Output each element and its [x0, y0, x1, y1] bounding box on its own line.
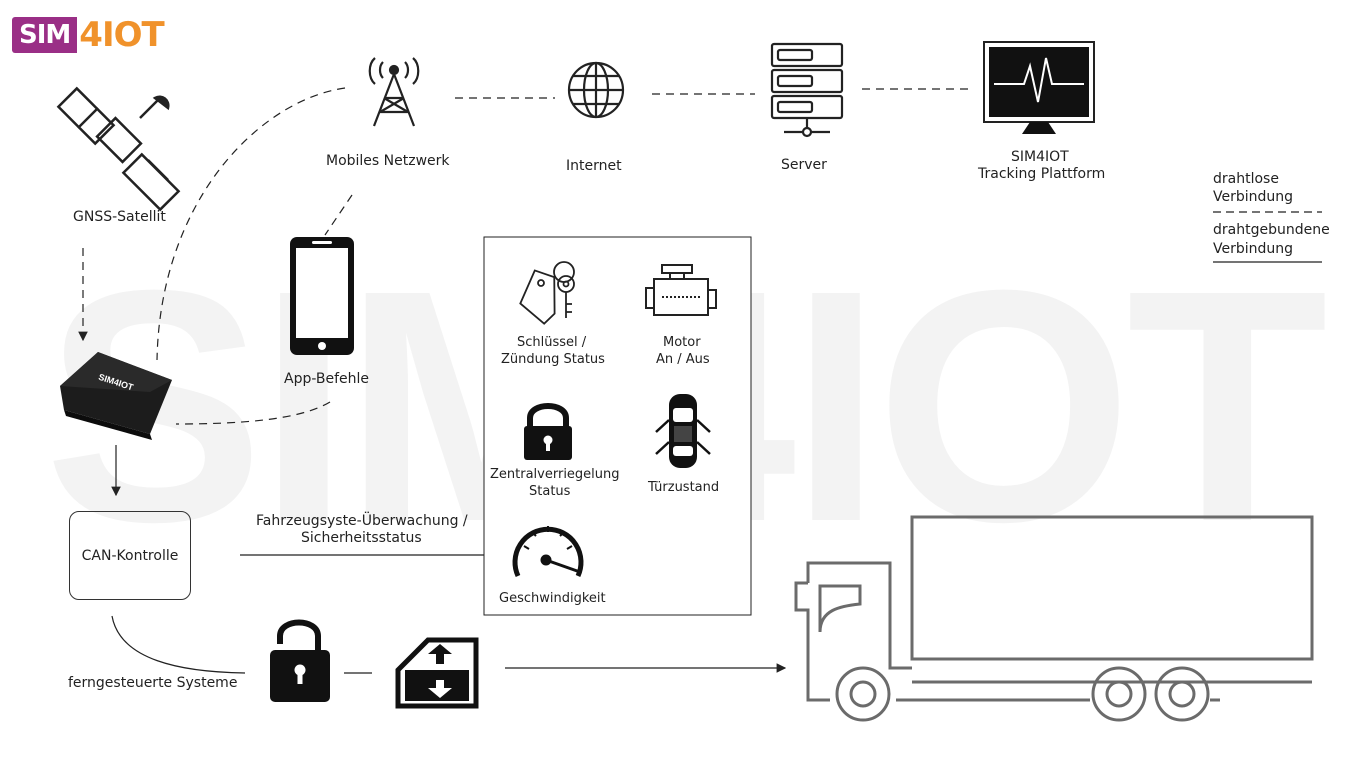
- can-label: CAN-Kontrolle: [81, 547, 179, 564]
- satellite-icon: [56, 86, 181, 212]
- globe-icon: [567, 61, 625, 119]
- logo-part2: 4IOT: [79, 15, 164, 55]
- key-icon: [519, 261, 575, 325]
- engine-icon: [645, 264, 717, 316]
- padlock-open-icon: [270, 619, 330, 702]
- remote-label: ferngesteuerte Systeme: [68, 675, 238, 691]
- server-label: Server: [781, 157, 827, 173]
- motor-label-line1: Motor: [663, 335, 701, 350]
- wireless-mobile-phone: [324, 194, 353, 236]
- mobile-label: Mobiles Netzwerk: [326, 153, 450, 169]
- lock-label-line1: Zentralverriegelung: [490, 467, 620, 482]
- speedometer-icon: [512, 526, 584, 578]
- logo-part1: SIM: [12, 17, 78, 53]
- app-label: App-Befehle: [284, 371, 370, 387]
- speed-label: Geschwindigkeit: [499, 591, 606, 606]
- monitoring-line2: Sicherheitsstatus: [301, 530, 422, 546]
- logo: SIM 4IOT: [12, 15, 165, 55]
- lock-label-line2: Status: [529, 484, 571, 499]
- legend-wireless-line1: drahtlose: [1213, 171, 1279, 187]
- wireless-mobile-device: [156, 87, 346, 361]
- server-icon: [770, 42, 844, 138]
- smartphone-icon: [290, 237, 354, 355]
- can-box: CAN-Kontrolle: [69, 511, 191, 600]
- platform-label-line1: SIM4IOT: [1011, 149, 1069, 165]
- key-label-line1: Schlüssel /: [517, 335, 587, 350]
- internet-label: Internet: [566, 158, 622, 174]
- key-label-line2: Zündung Status: [501, 352, 605, 367]
- legend-wired-line2: Verbindung: [1213, 241, 1294, 257]
- legend-wired-line1: drahtgebundene: [1213, 222, 1330, 238]
- door-label: Türzustand: [648, 480, 720, 495]
- platform-label-line2: Tracking Plattform: [978, 166, 1106, 182]
- tracking-device: SIM4IOT: [60, 352, 172, 440]
- truck-icon: [794, 515, 1314, 722]
- gnss-label: GNSS-Satellit: [73, 209, 166, 225]
- tower-icon: [368, 57, 420, 127]
- wired-can-remote: [111, 615, 246, 674]
- wireless-phone-device: [175, 401, 331, 425]
- door-control-icon: [395, 637, 479, 709]
- legend-wireless-line2: Verbindung: [1213, 189, 1294, 205]
- monitor-icon: [983, 41, 1095, 134]
- car-icon: [655, 394, 711, 468]
- motor-label-line2: An / Aus: [656, 352, 710, 367]
- connections: [78, 87, 970, 674]
- padlock-closed-icon: [524, 403, 572, 460]
- monitoring-line1: Fahrzeugsyste-Überwachung /: [256, 513, 468, 529]
